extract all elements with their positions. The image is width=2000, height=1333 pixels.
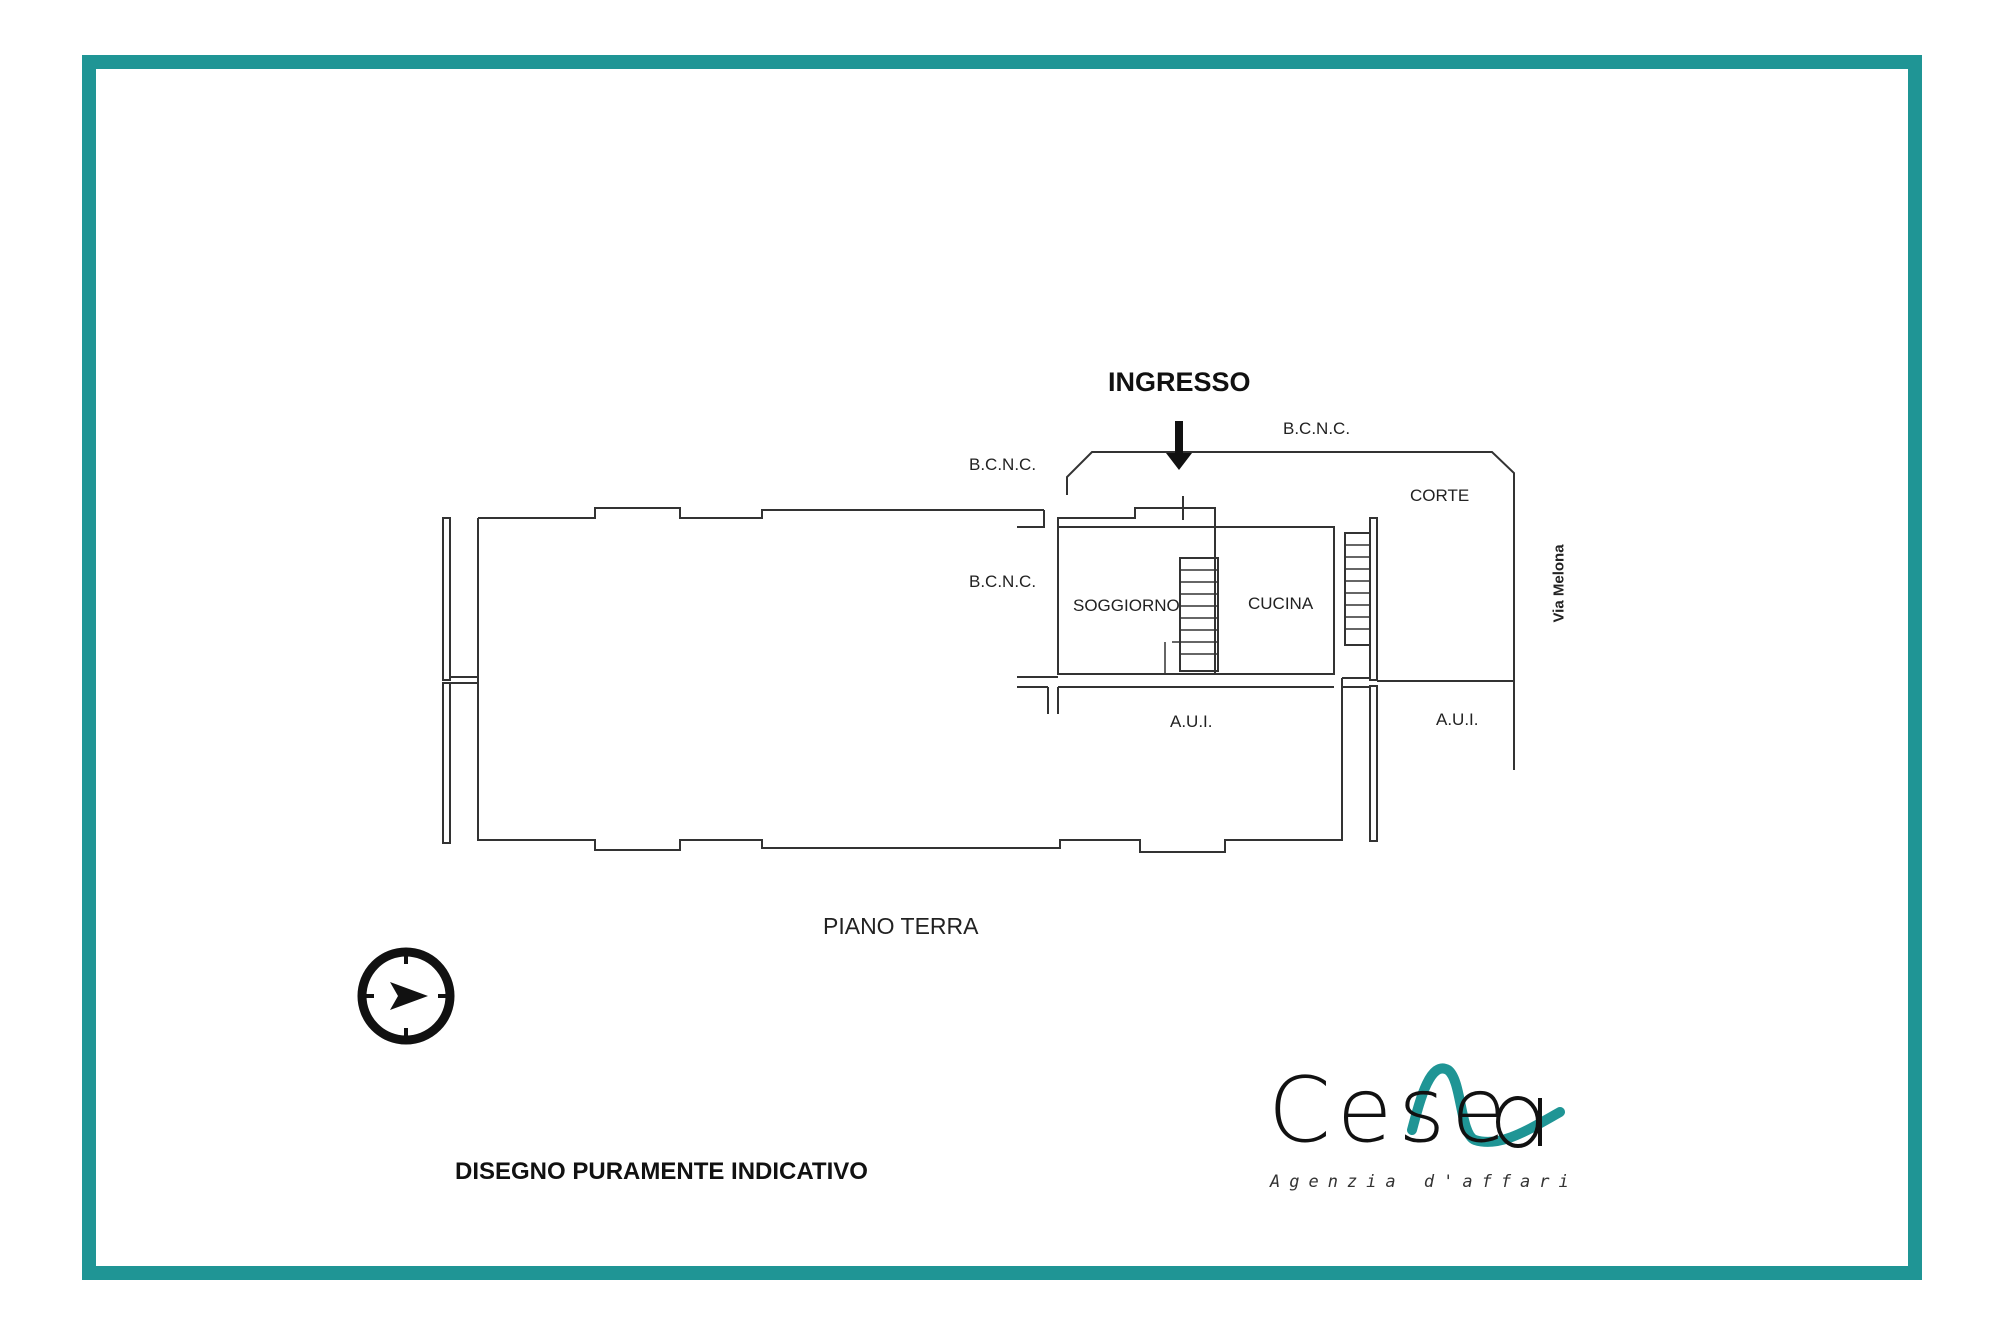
- apartment-outline: [1057, 496, 1378, 842]
- logo-swoosh-icon: [1407, 1063, 1565, 1147]
- corridor-lines: [1017, 676, 1370, 714]
- floor-label: PIANO TERRA: [823, 913, 979, 939]
- soggiorno-label: SOGGIORNO: [1073, 596, 1180, 615]
- corte-label: CORTE: [1410, 486, 1470, 505]
- compass-icon: [357, 947, 455, 1045]
- bcnc-middle-label: B.C.N.C.: [969, 572, 1037, 591]
- logo-a-glyph: [1496, 1096, 1542, 1148]
- entrance-label: INGRESSO: [1108, 367, 1251, 397]
- disclaimer-text: DISEGNO PURAMENTE INDICATIVO: [455, 1158, 868, 1185]
- entrance-arrow-icon: [1166, 421, 1192, 470]
- logo-tagline: Agenzia d'affari: [1270, 1172, 1578, 1192]
- page-frame: [82, 55, 1922, 1280]
- aui-right-label: A.U.I.: [1436, 710, 1479, 729]
- bcnc-top-right-label: B.C.N.C.: [1283, 419, 1351, 438]
- cucina-label: CUCINA: [1248, 594, 1314, 613]
- bcnc-top-left-label: B.C.N.C.: [969, 455, 1037, 474]
- court-outline: [1066, 451, 1515, 770]
- street-label: Via Melona: [1550, 544, 1568, 623]
- logo-wordmark: Cese: [1268, 1058, 1513, 1163]
- main-building-outline: [442, 507, 1343, 853]
- aui-center-label: A.U.I.: [1170, 712, 1213, 731]
